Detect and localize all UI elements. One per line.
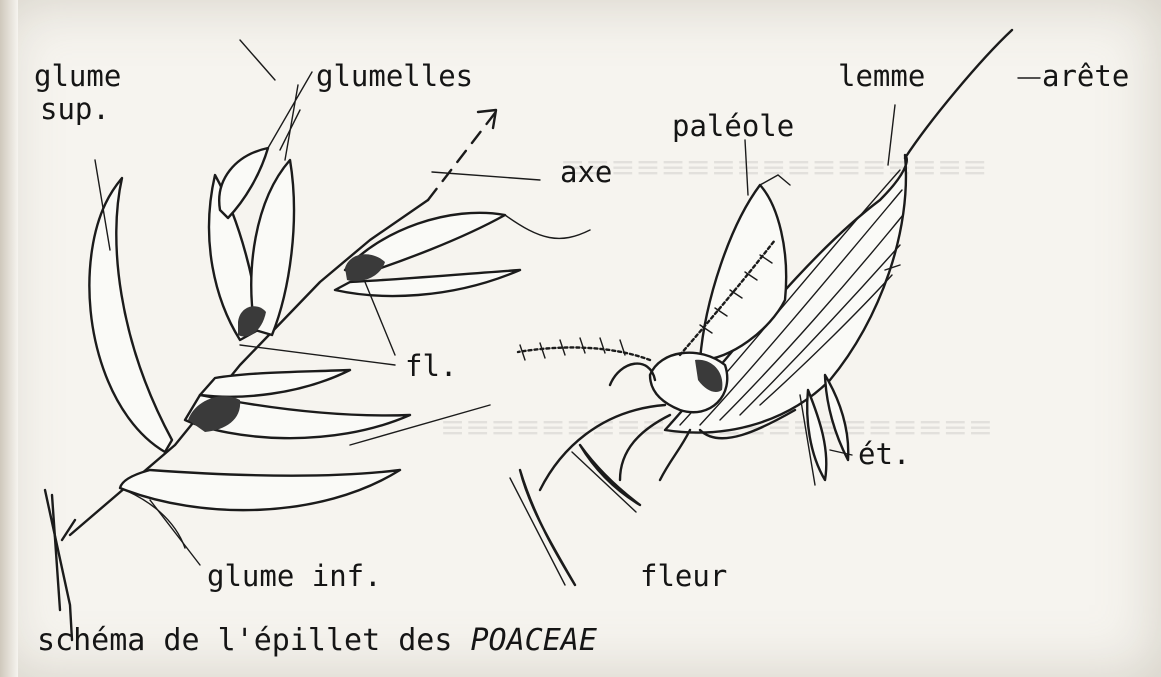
label-arete: arête [1042, 62, 1129, 91]
floret-lemma [200, 370, 350, 397]
leader-paleole [745, 140, 748, 195]
upper-glume [89, 178, 172, 452]
caption-taxon: POACEAE [470, 623, 596, 658]
floret-base-hatch [345, 254, 385, 281]
leader-lemme [888, 105, 895, 165]
leader-glumelles [280, 110, 300, 150]
caption-text: schéma de l'épillet des [37, 623, 470, 658]
filament [610, 364, 655, 385]
leader-axe [432, 172, 540, 180]
lower-glume [120, 470, 400, 510]
figure-caption: schéma de l'épillet des POACEAE [37, 626, 597, 656]
label-fleur: fleur [640, 562, 727, 591]
anther [807, 390, 826, 480]
label-glume-sup-line1: glume [34, 62, 121, 91]
rachilla-axis-dashed [428, 113, 495, 200]
anther [825, 375, 848, 460]
filament [660, 430, 690, 480]
label-fl: fl. [405, 352, 457, 381]
spikelet-drawing [45, 40, 590, 640]
label-paleole: paléole [672, 112, 794, 141]
filament [540, 405, 665, 490]
anther [520, 470, 575, 585]
label-glume-inf: glume inf. [207, 562, 382, 591]
leader-glume-inf [150, 500, 200, 565]
label-et: ét. [858, 440, 910, 469]
anther [580, 445, 640, 505]
floret-lemma [219, 148, 268, 218]
pedicel [45, 490, 75, 640]
label-lemme: lemme [838, 62, 925, 91]
label-glume-sup-line2: sup. [40, 95, 110, 124]
label-axe: axe [560, 158, 612, 187]
label-glumelles: glumelles [316, 62, 473, 91]
axis-arrowhead [478, 110, 496, 128]
awn [905, 30, 1012, 158]
filament [620, 415, 670, 480]
